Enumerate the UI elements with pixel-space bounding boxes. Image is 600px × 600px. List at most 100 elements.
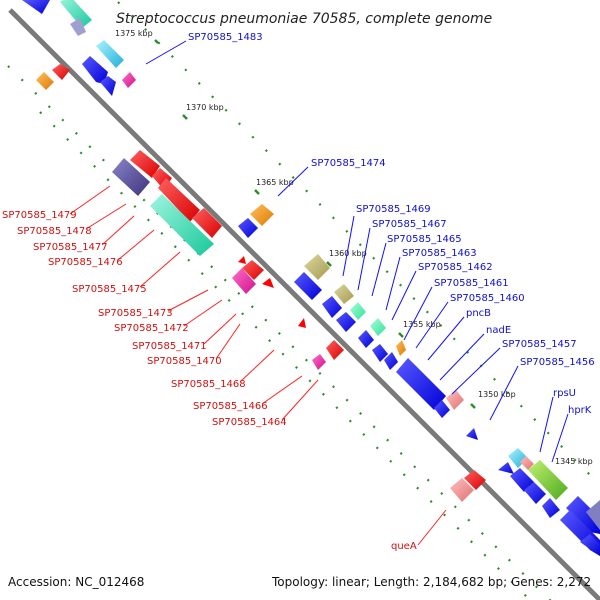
gene-label[interactable]: SP70585_1476 bbox=[48, 257, 123, 268]
gene-forward bbox=[100, 76, 116, 96]
gene-misc bbox=[528, 460, 568, 500]
leader-line bbox=[342, 215, 355, 277]
gene-label[interactable]: pncB bbox=[466, 308, 491, 319]
leader-line bbox=[391, 270, 417, 321]
leader-line bbox=[117, 229, 155, 261]
gene-forward bbox=[22, 0, 50, 14]
gene-label[interactable]: SP70585_1483 bbox=[188, 32, 263, 43]
gene-reverse bbox=[262, 278, 274, 288]
kbp-tick bbox=[470, 403, 476, 409]
kbp-tick bbox=[398, 332, 404, 338]
gene-label[interactable]: SP70585_1461 bbox=[434, 278, 509, 289]
gene-label[interactable]: SP70585_1478 bbox=[17, 226, 92, 237]
gene-label[interactable]: SP70585_1462 bbox=[418, 262, 493, 273]
gene-label[interactable]: SP70585_1469 bbox=[356, 204, 431, 215]
gene-label[interactable]: SP70585_1464 bbox=[212, 417, 287, 428]
leader-line bbox=[203, 313, 237, 345]
leader-line bbox=[261, 375, 303, 405]
leader-line bbox=[489, 365, 519, 421]
gene-misc bbox=[70, 18, 86, 36]
gene-forward bbox=[434, 400, 450, 418]
leader-line bbox=[239, 349, 275, 383]
gene-misc bbox=[334, 284, 354, 304]
leader-line bbox=[85, 203, 127, 230]
gene-misc bbox=[60, 0, 92, 28]
gene-label[interactable]: SP70585_1471 bbox=[132, 341, 207, 352]
kbp-label: 1375 kbp bbox=[115, 29, 153, 38]
leader-line bbox=[417, 509, 447, 546]
leader-line bbox=[281, 379, 319, 421]
gene-forward bbox=[542, 498, 560, 518]
gene-misc bbox=[520, 456, 534, 470]
leader-line bbox=[277, 166, 309, 197]
gene-label[interactable]: SP70585_1468 bbox=[171, 379, 246, 390]
gene-reverse bbox=[464, 470, 486, 490]
reverse-gene-labels: SP70585_1479 SP70585_1478 SP70585_1477 S… bbox=[2, 210, 417, 552]
genome-backbone bbox=[8, 8, 600, 600]
leader-line bbox=[69, 185, 111, 215]
leader-line bbox=[139, 251, 181, 288]
gene-misc bbox=[450, 478, 474, 502]
gene-label[interactable]: rpsU bbox=[553, 388, 576, 399]
kbp-label: 1355 kbp bbox=[403, 320, 441, 329]
kbp-scale: 1375 kbp 1370 kbp 1365 kbp 1360 kbp 1355… bbox=[115, 29, 593, 480]
forward-leaders bbox=[145, 40, 569, 463]
gene-label[interactable]: queA bbox=[391, 541, 417, 552]
leader-line bbox=[183, 299, 223, 327]
gene-reverse bbox=[130, 150, 160, 178]
gene-label[interactable]: SP70585_1456 bbox=[520, 357, 595, 368]
gene-misc bbox=[250, 204, 274, 226]
tick-row bbox=[7, 65, 552, 600]
gene-misc bbox=[350, 302, 366, 320]
kbp-tick bbox=[154, 39, 159, 44]
gene-label[interactable]: SP70585_1466 bbox=[193, 401, 268, 412]
gene-label[interactable]: SP70585_1479 bbox=[2, 210, 77, 221]
gene-forward bbox=[510, 468, 534, 492]
gene-label[interactable]: SP70585_1463 bbox=[402, 248, 477, 259]
kbp-tick bbox=[326, 261, 332, 267]
gene-forward bbox=[524, 482, 546, 504]
leader-line bbox=[539, 396, 554, 453]
gene-label[interactable]: nadE bbox=[486, 325, 511, 336]
gene-label[interactable]: SP70585_1470 bbox=[147, 356, 222, 367]
leader-line bbox=[403, 286, 433, 341]
gene-misc bbox=[446, 390, 464, 410]
gene-label[interactable]: SP70585_1457 bbox=[502, 339, 577, 350]
gene-forward bbox=[358, 330, 374, 348]
kbp-label: 1370 kbp bbox=[186, 103, 224, 112]
accession-text: Accession: NC_012468 bbox=[8, 575, 144, 589]
leader-line bbox=[167, 289, 209, 312]
gene-forward bbox=[466, 428, 478, 440]
gene-label[interactable]: hprK bbox=[568, 405, 592, 416]
gene-label[interactable]: SP70585_1474 bbox=[311, 158, 386, 169]
gene-forward bbox=[384, 352, 398, 370]
gene-forward bbox=[372, 344, 388, 362]
forward-gene-labels: SP70585_1483 SP70585_1474 SP70585_1469 S… bbox=[188, 32, 595, 416]
gene-misc bbox=[96, 40, 124, 68]
gene-forward bbox=[322, 296, 342, 318]
gene-misc bbox=[312, 354, 326, 370]
gene-label[interactable]: SP70585_1477 bbox=[33, 242, 108, 253]
kbp-label: 1360 kbp bbox=[329, 249, 367, 258]
gene-label[interactable]: SP70585_1467 bbox=[372, 219, 447, 230]
leader-line bbox=[145, 40, 187, 65]
gene-forward bbox=[294, 272, 322, 300]
gene-label[interactable]: SP70585_1473 bbox=[98, 308, 173, 319]
leader-line bbox=[439, 333, 485, 381]
gene-label[interactable]: SP70585_1460 bbox=[450, 293, 525, 304]
leader-line bbox=[101, 215, 135, 246]
leader-line bbox=[427, 316, 465, 361]
gene-reverse bbox=[242, 260, 264, 280]
gene-label[interactable]: SP70585_1472 bbox=[114, 323, 189, 334]
gene-misc bbox=[370, 318, 386, 336]
gene-misc bbox=[304, 254, 330, 280]
leader-line bbox=[451, 347, 501, 395]
gene-misc bbox=[122, 72, 136, 88]
gene-forward bbox=[238, 218, 258, 238]
gene-label[interactable]: SP70585_1465 bbox=[387, 234, 462, 245]
gene-label[interactable]: SP70585_1475 bbox=[72, 284, 147, 295]
gene-reverse bbox=[192, 208, 222, 238]
gene-forward bbox=[498, 462, 514, 474]
gene-misc bbox=[112, 158, 150, 196]
